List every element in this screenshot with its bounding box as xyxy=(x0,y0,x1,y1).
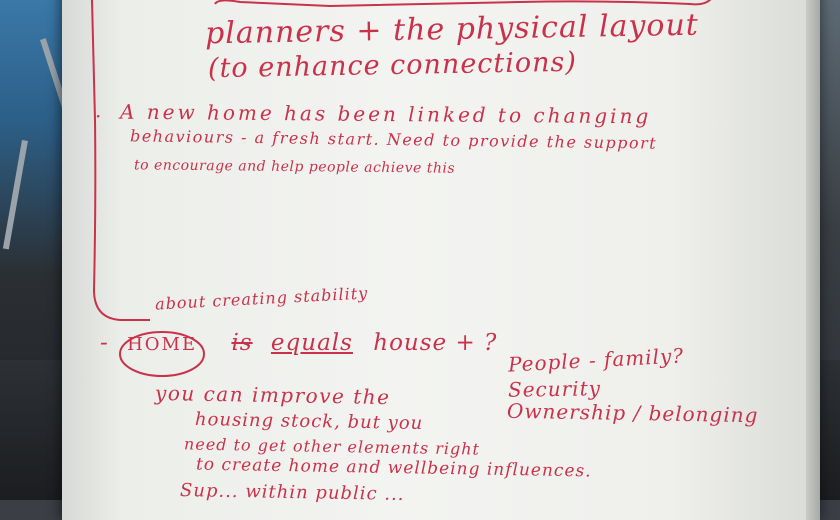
note-line-encourage: to encourage and help people achieve thi… xyxy=(133,157,456,177)
flipchart-paper xyxy=(62,0,820,520)
home-dash: - xyxy=(100,330,109,356)
home-equals-word: equals xyxy=(270,330,353,356)
ink-strokes xyxy=(91,0,712,377)
home-struck-word: is xyxy=(231,330,253,356)
home-equation: - HOME is equals house + ? xyxy=(100,330,497,359)
note-line-connections: (to enhance connections) xyxy=(207,46,578,85)
note-line-improve: you can improve the xyxy=(154,380,391,410)
home-circle xyxy=(119,331,205,377)
bullet-marker: · xyxy=(95,104,103,128)
note-line-housing-stock: housing stock, but you xyxy=(194,409,424,434)
note-right-security: Security xyxy=(507,376,602,402)
home-word: HOME xyxy=(127,334,198,355)
bracket-line xyxy=(91,0,150,321)
flipchart-edge xyxy=(806,0,820,520)
top-partial-line xyxy=(214,0,712,8)
note-right-ownership: Ownership / belonging xyxy=(506,398,759,428)
note-line-new-home: A new home has been linked to changing xyxy=(119,99,652,129)
home-rest: house + ? xyxy=(373,330,498,356)
note-line-cutoff: Sup... within public ... xyxy=(179,480,405,505)
